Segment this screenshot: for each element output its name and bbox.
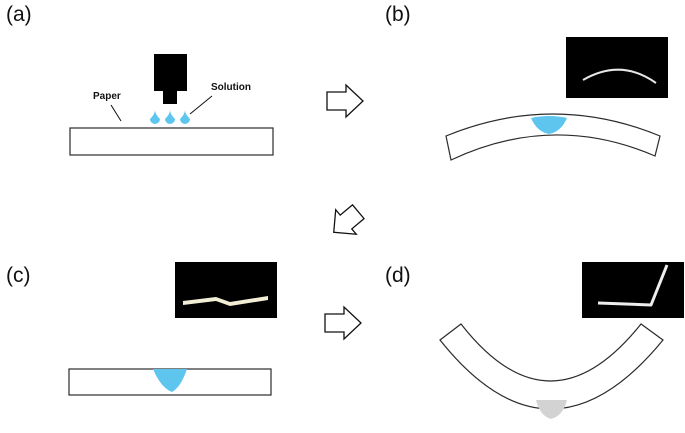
- droplet-icon: [150, 110, 160, 124]
- arrow-b-to-c-icon: [333, 203, 365, 236]
- droplet-icon: [180, 110, 190, 124]
- panel-d-label: (d): [385, 264, 411, 287]
- inkjet-printhead-icon: [154, 54, 187, 104]
- panel-a-label: (a): [6, 3, 32, 26]
- panel-d-photo: [582, 262, 684, 318]
- upward-bent-paper-strip: [445, 113, 661, 161]
- panel-c-artwork: [68, 262, 277, 396]
- solution-callout-label: Solution: [211, 82, 251, 93]
- downward-bent-paper-strip: [439, 323, 664, 410]
- panel-c-label: (c): [6, 264, 31, 287]
- penetrated-solution-spot: [153, 369, 187, 392]
- panel-c-photo-strip: [183, 296, 268, 306]
- panel-c-photo: [175, 262, 277, 318]
- panel-b-photo-strip: [582, 68, 657, 84]
- arrow-c-to-d-icon: [324, 305, 362, 341]
- paper-pointer-line: [110, 104, 122, 122]
- panel-d-artwork: [439, 262, 684, 419]
- panel-b-artwork: [445, 37, 668, 161]
- panel-b-photo: [566, 37, 668, 98]
- panel-d-photo-strip: [597, 264, 669, 307]
- panel-b-label: (b): [385, 3, 411, 26]
- dried-solution-spot: [536, 400, 567, 419]
- panel-a-artwork: [69, 54, 274, 156]
- solution-droplets: [150, 110, 190, 124]
- arrow-a-to-b-icon: [326, 83, 364, 119]
- solution-spot: [531, 116, 567, 134]
- paper-callout-label: Paper: [93, 91, 121, 102]
- droplet-icon: [165, 110, 175, 124]
- solution-pointer-line: [189, 95, 213, 115]
- flat-paper-strip: [69, 127, 274, 156]
